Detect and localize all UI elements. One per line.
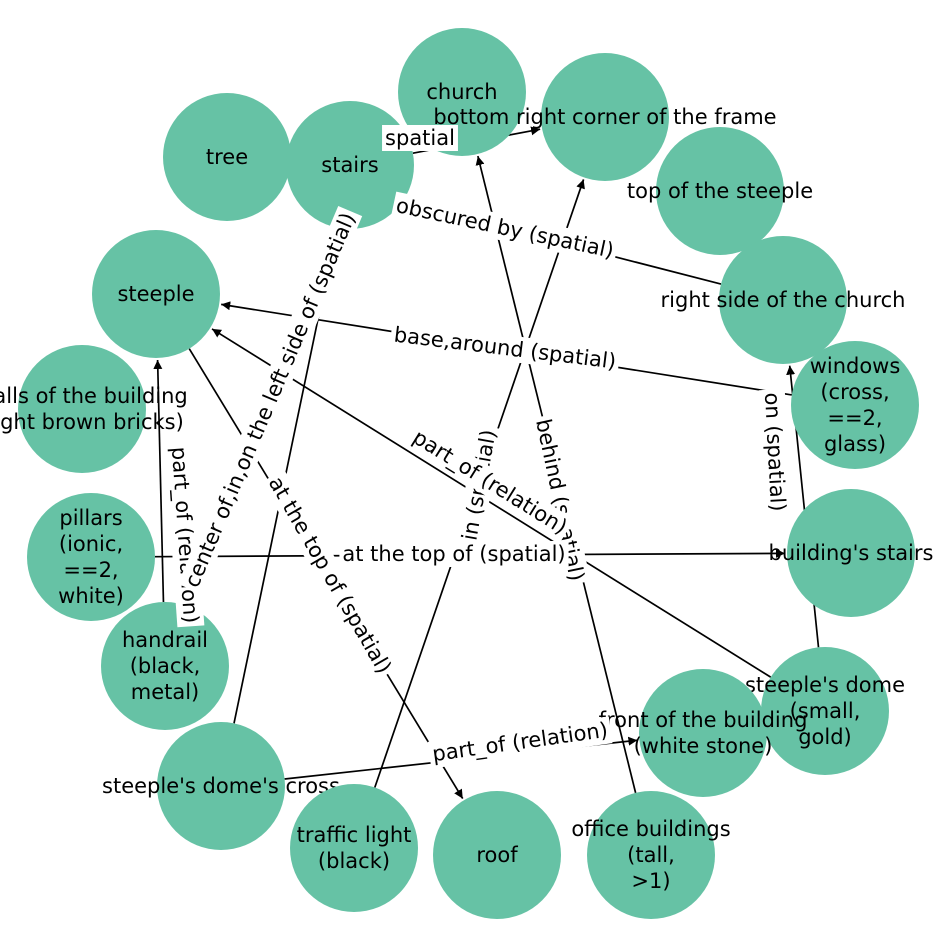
node-circle (157, 722, 285, 850)
node-label: tree (206, 145, 248, 169)
edge-handrail-to-steeple (153, 359, 165, 603)
node-label: steeple's dome (745, 673, 905, 697)
node-circle (791, 341, 919, 469)
edge-label: spatial (385, 126, 455, 150)
node-church: church (398, 28, 526, 156)
node-label: right side of the church (661, 288, 906, 312)
node-label: (small, (790, 699, 861, 723)
node-circle (92, 230, 220, 358)
edge-label-group: on (spatial) (758, 388, 792, 516)
node-circle (541, 53, 669, 181)
node-label: white) (58, 584, 124, 608)
node-circle (639, 669, 767, 797)
node-label: ==2, (827, 406, 882, 430)
edge-label-group: base,around (spatial) (389, 321, 621, 375)
node-label: church (426, 80, 497, 104)
node-roof: roof (433, 791, 561, 919)
node-label: walls of the building (0, 384, 188, 408)
node-label: windows (810, 354, 901, 378)
node-traffic-light: traffic light(black) (290, 784, 418, 912)
node-dome-cross: steeple's dome's cross (102, 722, 340, 850)
node-label: (cross, (820, 380, 889, 404)
edge-label-background (427, 716, 613, 769)
node-label: roof (476, 843, 518, 867)
node-circle (787, 489, 915, 617)
edge-label-background (261, 469, 399, 681)
node-walls: walls of the building(light brown bricks… (0, 345, 188, 473)
node-circle (18, 345, 146, 473)
edge-label-background (177, 205, 363, 595)
node-office-buildings: office buildings(tall,>1) (571, 791, 731, 919)
node-circle (27, 493, 155, 621)
node-bottom-right: bottom right corner of the frame (433, 53, 777, 181)
node-tree: tree (163, 93, 291, 221)
node-label: >1) (631, 869, 670, 893)
node-circle (433, 791, 561, 919)
node-right-side: right side of the church (661, 236, 906, 364)
node-label: (black) (318, 849, 390, 873)
node-label: metal) (131, 680, 200, 704)
node-front-building: front of the building(white stone) (599, 669, 808, 797)
node-top-steeple: top of the steeple (627, 127, 813, 255)
edge-label-background (758, 388, 792, 516)
node-label: (white stone) (634, 734, 773, 758)
node-label: top of the steeple (627, 179, 813, 203)
edge-label: obscured by (spatial) (394, 193, 616, 263)
node-label: (black, (130, 654, 201, 678)
edge-label-group: obscured by (spatial) (390, 191, 620, 265)
node-circle (290, 784, 418, 912)
node-circle (719, 236, 847, 364)
edge-label-background (390, 191, 620, 265)
node-circle (761, 647, 889, 775)
edge-label-group: part_of (relation) (164, 442, 205, 628)
node-circle (587, 791, 715, 919)
node-handrail: handrail(black,metal) (101, 602, 229, 730)
edge-label-group: spatial (382, 125, 458, 151)
node-steeple: steeple (92, 230, 220, 358)
edge-label: part_of (relation) (431, 718, 610, 767)
node-label: gold) (798, 725, 852, 749)
edge-label: at the top of (spatial) (264, 472, 396, 677)
node-label: (tall, (627, 843, 675, 867)
node-circle (398, 28, 526, 156)
node-windows: windows(cross,==2,glass) (791, 341, 919, 469)
node-circle (656, 127, 784, 255)
node-circle (101, 602, 229, 730)
node-label: glass) (824, 432, 886, 456)
edge-label-group: part_of (relation) (427, 716, 613, 769)
edge-label: at the top of (spatial) (342, 542, 565, 566)
node-label: bottom right corner of the frame (433, 105, 776, 129)
node-label: steeple (117, 282, 194, 306)
edge-label-background (382, 125, 458, 151)
node-circle (286, 101, 414, 229)
node-label: pillars (59, 506, 122, 530)
node-label: stairs (321, 153, 378, 177)
edge-label: base,around (spatial) (393, 322, 618, 373)
edge-label-group: at the top of (spatial) (339, 541, 569, 567)
node-label: office buildings (571, 817, 730, 841)
node-pillars: pillars(ionic,==2,white) (27, 493, 155, 621)
node-label: ==2, (63, 558, 118, 582)
edge-label-group: at the top of (spatial) (261, 469, 399, 681)
node-label: (light brown bricks) (0, 410, 184, 434)
node-steeple-dome: steeple's dome(small,gold) (745, 647, 905, 775)
node-label: steeple's dome's cross (102, 774, 340, 798)
node-label: traffic light (297, 823, 412, 847)
node-label: (ionic, (59, 532, 123, 556)
node-building-stairs: building's stairs (769, 489, 934, 617)
edge-steeple_dome-to-steeple (211, 328, 772, 678)
node-stairs: stairs (286, 101, 414, 229)
node-label: front of the building (599, 708, 808, 732)
edge-label-background (529, 413, 591, 587)
node-circle (163, 93, 291, 221)
node-label: building's stairs (769, 541, 934, 565)
edge-label-background (389, 321, 621, 375)
edge-label-background (339, 541, 569, 567)
edge-label-background (405, 422, 575, 543)
node-label: handrail (122, 628, 208, 652)
